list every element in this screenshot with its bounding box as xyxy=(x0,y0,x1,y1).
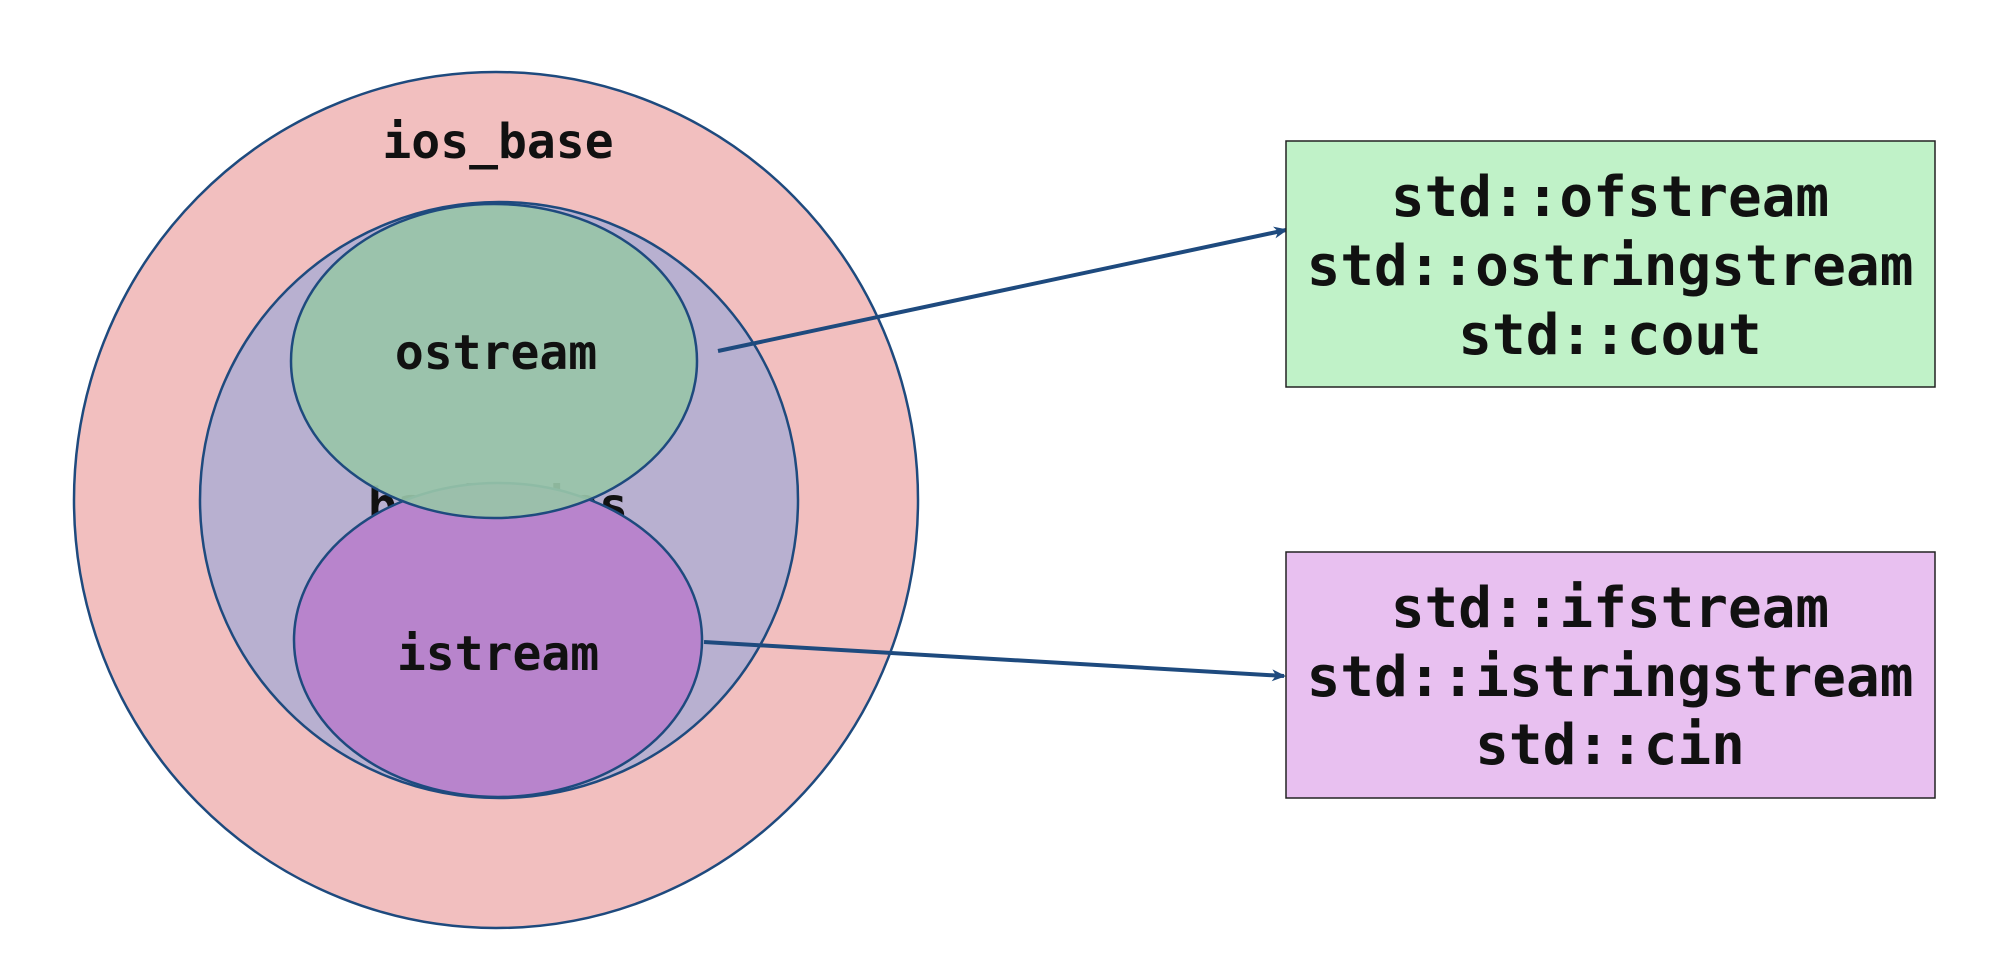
input-stream-box xyxy=(1285,551,1936,799)
ostream-arrow xyxy=(717,226,1288,353)
istream-arrow xyxy=(703,640,1286,682)
output-box-line-3: std::cout xyxy=(1458,303,1761,368)
input-box-line-1: std::ifstream xyxy=(1391,576,1829,641)
ostream-label: ostream xyxy=(395,325,597,381)
ios-base-label: ios_base xyxy=(382,114,613,170)
output-box-line-1: std::ofstream xyxy=(1391,165,1829,230)
output-stream-box xyxy=(1285,140,1936,388)
istream-label: istream xyxy=(397,626,599,682)
input-box-line-2: std::istringstream xyxy=(1307,645,1914,710)
output-box-line-2: std::ostringstream xyxy=(1307,234,1914,299)
ostream-ellipse xyxy=(289,202,699,520)
input-box-line-3: std::cin xyxy=(1475,713,1745,778)
